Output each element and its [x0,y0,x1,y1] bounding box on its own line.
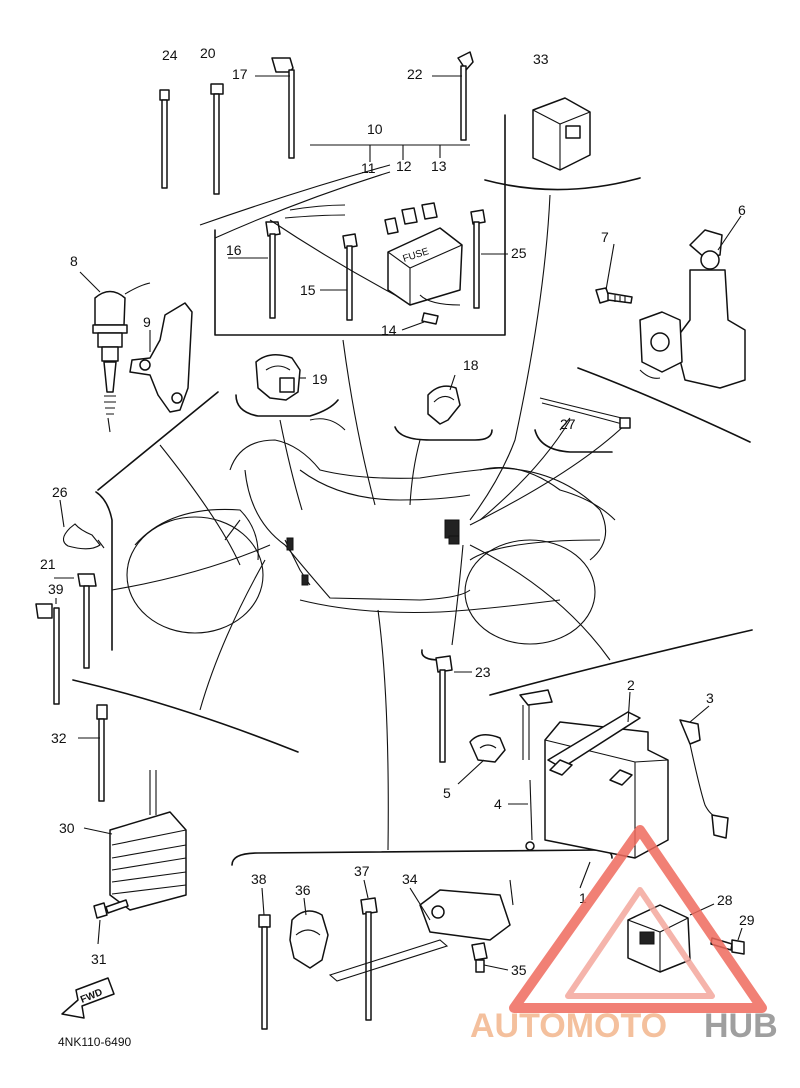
relay-28 [627,904,745,973]
part-number-36: 36 [295,882,311,898]
boundary-cable-27 [534,429,613,453]
clip-26 [62,523,105,550]
warning-triangle-icon [509,825,767,1013]
part-number-39: 39 [48,581,64,597]
part-number-29: 29 [739,912,755,928]
part-number-24: 24 [162,47,178,63]
boundary-clamp-19 [235,394,339,417]
part-number-25: 25 [511,245,527,261]
part-number-11: 11 [361,160,376,176]
clamp-19 [255,354,301,401]
part-number-28: 28 [717,892,733,908]
clamp-36 [289,910,329,969]
cable-27 [539,397,631,429]
fuse-box-group: FUSE [199,164,463,325]
main-switch [595,229,746,389]
boundary-left-ties [95,491,113,651]
part-number-18: 18 [463,357,479,373]
part-number-34: 34 [402,871,418,887]
cable-ties [35,51,486,1030]
part-number-8: 8 [70,253,78,269]
boundary-main-switch [577,367,751,443]
sensor-34 [328,879,514,982]
clamp-18 [427,385,461,425]
boundary-bottom-group [231,849,613,866]
part-number-14: 14 [381,322,397,338]
part-number-3: 3 [706,690,714,706]
part-number-13: 13 [431,158,447,174]
sensor-8 [92,282,151,433]
part-number-1: 1 [579,890,587,906]
part-number-16: 16 [226,242,242,258]
drawing-code: 4NK110-6490 [58,1035,131,1049]
part-number-32: 32 [51,730,67,746]
boundary-clamp-18 [394,426,493,441]
battery-group [469,689,729,859]
battery-lead-3 [679,719,701,745]
part-number-27: 27 [560,416,576,432]
part-number-22: 22 [407,66,423,82]
boundary-rectifier [72,679,299,753]
watermark-text-hub: HUB [704,1007,778,1045]
boundary-battery [489,629,753,696]
bracket-9 [129,302,193,413]
part-number-labels: 1 2 3 4 5 6 7 8 9 10 11 12 13 14 15 16 1… [40,45,755,978]
front-wheel [126,516,264,634]
watermark: AUTOMOTO HUB [470,825,778,1045]
part-number-9: 9 [143,314,151,330]
boundary-relay [484,177,641,191]
boundary-fuse-group [214,114,506,336]
part-number-20: 20 [200,45,216,61]
part-number-38: 38 [251,871,267,887]
part-number-21: 21 [40,556,56,572]
callout-leaders [54,75,743,971]
relay-33 [532,97,591,171]
fwd-arrow: FWD [61,977,115,1019]
watermark-text-automoto: AUTOMOTO [470,1007,667,1045]
part-number-33: 33 [533,51,549,67]
boundary-left-top [97,391,219,491]
part-number-5: 5 [443,785,451,801]
part-number-7: 7 [601,229,609,245]
part-number-15: 15 [300,282,316,298]
part-number-4: 4 [494,796,502,812]
part-number-17: 17 [232,66,248,82]
motorcycle-outline [126,418,616,645]
fuse-box [387,227,463,306]
rear-wheel [464,539,596,645]
part-number-19: 19 [312,371,328,387]
part-number-26: 26 [52,484,68,500]
part-number-35: 35 [511,962,527,978]
part-number-30: 30 [59,820,75,836]
clamp-5 [469,734,506,763]
battery-lead-4 [519,689,553,706]
part-number-2: 2 [627,677,635,693]
part-number-23: 23 [475,664,491,680]
leader-lines [111,194,631,851]
part-number-31: 31 [91,951,107,967]
part-number-37: 37 [354,863,370,879]
part-number-6: 6 [738,202,746,218]
rectifier-30 [93,770,187,919]
part-number-12: 12 [396,158,412,174]
part-number-10: 10 [367,121,383,137]
